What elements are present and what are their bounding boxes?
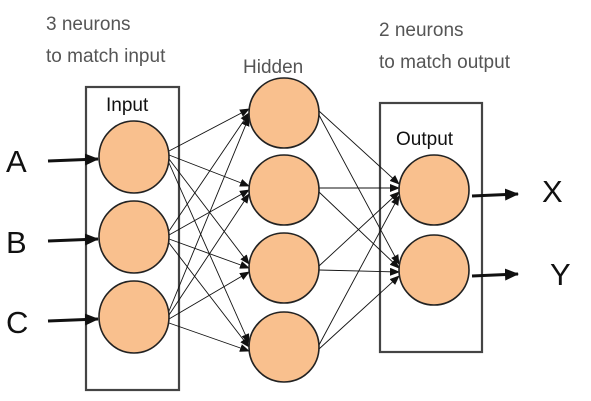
input-neuron-2 [98, 200, 170, 274]
input-arrow-1 [47, 153, 99, 166]
input-hidden-connection-2-3 [168, 322, 250, 352]
input-note-line2: to match input [46, 46, 166, 67]
input-arrow-2 [47, 233, 99, 246]
output-label-x: X [542, 174, 563, 209]
output-note-line1: 2 neurons [379, 20, 464, 41]
input-label-a: A [6, 144, 27, 179]
input-hidden-connection-0-3 [168, 162, 250, 344]
hidden-layer-title: Hidden [243, 57, 303, 78]
input-layer-label: Input [106, 95, 149, 116]
hidden-output-connection-2-0 [318, 191, 400, 267]
output-neuron-2 [398, 234, 470, 306]
hidden-output-connection-3-0 [318, 195, 400, 346]
input-label-c: C [6, 305, 28, 340]
output-layer-box [378, 101, 484, 354]
input-hidden-connection-1-0 [168, 112, 250, 232]
neurons [98, 77, 470, 383]
hidden-output-connection-1-1 [318, 191, 400, 269]
input-hidden-connection-1-1 [168, 189, 250, 236]
hidden-output-connection-0-1 [318, 114, 400, 265]
input-arrow-3 [47, 313, 99, 326]
output-note-line2: to match output [379, 52, 511, 73]
connections [168, 108, 400, 352]
input-hidden-connection-0-0 [168, 108, 250, 152]
output-label-y: Y [550, 257, 571, 292]
output-arrow-2 [471, 268, 519, 281]
output-layer-label: Output [396, 129, 454, 150]
input-hidden-connection-2-2 [168, 271, 250, 320]
input-hidden-connection-1-2 [168, 238, 250, 269]
output-arrow-1 [471, 188, 519, 201]
hidden-output-connection-0-0 [318, 110, 400, 185]
hidden-neuron-4 [248, 311, 320, 383]
input-hidden-connection-0-2 [168, 158, 250, 265]
input-hidden-connection-2-1 [168, 193, 250, 316]
hidden-neuron-2 [248, 154, 320, 226]
input-note-line1: 3 neurons [46, 14, 131, 35]
input-neuron-3 [98, 280, 170, 354]
io-arrows [47, 153, 519, 326]
hidden-output-connection-3-1 [318, 275, 400, 350]
hidden-neuron-1 [248, 77, 320, 149]
output-neuron-1 [398, 154, 470, 226]
input-hidden-connection-2-0 [168, 116, 250, 312]
input-hidden-connection-0-1 [168, 154, 250, 187]
input-neuron-1 [98, 120, 170, 194]
input-label-b: B [6, 225, 27, 260]
hidden-neuron-3 [248, 232, 320, 304]
